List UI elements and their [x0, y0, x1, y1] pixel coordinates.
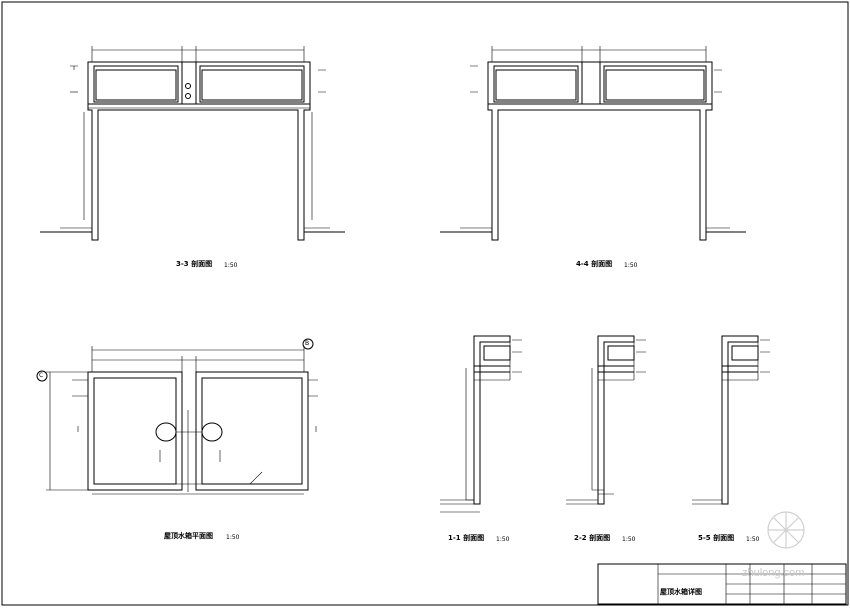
- plan-view: [36, 338, 318, 495]
- axis-mark-left: C: [39, 372, 44, 379]
- watermark-logo: [767, 511, 805, 549]
- section-1-1-title: 1-1 剖面图: [448, 534, 485, 542]
- section-2-2: [566, 335, 646, 505]
- section-1-1-scale: 1:50: [496, 536, 510, 543]
- plan-title: 屋顶水箱平面图: [164, 532, 213, 540]
- section-5-5-scale: 1:50: [746, 536, 760, 543]
- axis-mark-right: B: [305, 340, 310, 347]
- section-5-5: [692, 335, 770, 505]
- title-block: [597, 563, 847, 605]
- section-2-2-title: 2-2 剖面图: [574, 534, 611, 542]
- section-4-4: [440, 46, 746, 241]
- section-1-1: [440, 335, 522, 513]
- section-5-5-title: 5-5 剖面图: [698, 534, 735, 542]
- section-3-3: [40, 46, 345, 241]
- section-4-4-scale: 1:50: [624, 262, 638, 269]
- section-3-3-title: 3-3 剖面图: [176, 260, 213, 268]
- watermark-text: zhulong.com: [742, 567, 805, 579]
- section-2-2-scale: 1:50: [622, 536, 636, 543]
- section-4-4-title: 4-4 剖面图: [576, 260, 613, 268]
- section-3-3-scale: 1:50: [224, 262, 238, 269]
- plan-scale: 1:50: [226, 534, 240, 541]
- title-block-drawing-name: 屋顶水箱详图: [660, 588, 702, 596]
